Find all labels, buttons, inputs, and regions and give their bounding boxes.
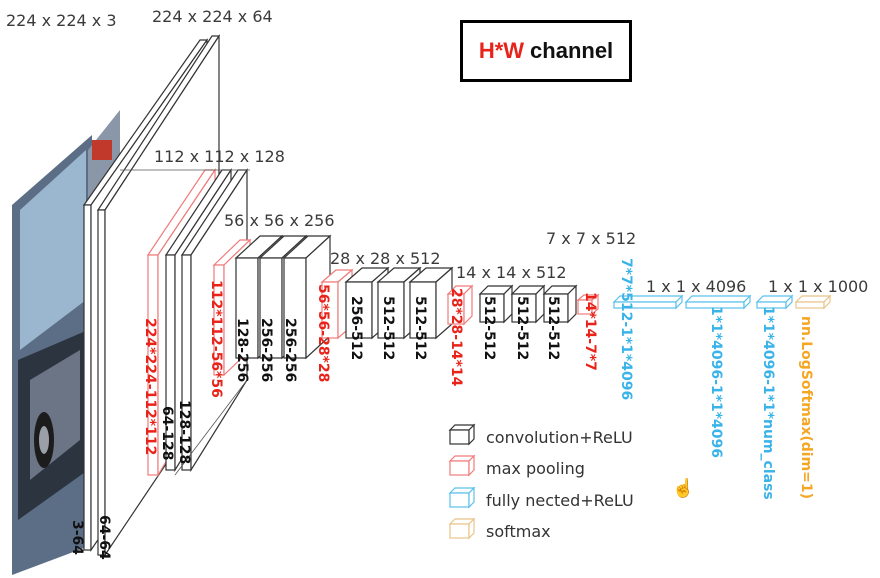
dim-label: 224 x 224 x 3	[6, 11, 117, 30]
layer-label: 112*112-56*56	[208, 280, 224, 398]
layer-label: 256-512	[348, 296, 364, 360]
layer-label: 56*56-28*28	[315, 284, 331, 382]
fc-blocks	[612, 294, 794, 310]
layer-label: 512-512	[545, 296, 561, 360]
legend-fc-icon	[448, 486, 476, 509]
legend: convolution+ReLU max pooling fully necte…	[448, 423, 634, 541]
layer-label: 128-256	[234, 318, 250, 382]
legend-softmax-icon	[448, 517, 476, 540]
legend-label: softmax	[486, 522, 551, 541]
layer-label: 256-256	[282, 318, 298, 382]
pool-block-14	[576, 293, 600, 316]
layer-label: 64-128	[159, 406, 175, 461]
dim-label: 28 x 28 x 512	[330, 249, 441, 268]
dim-label: 112 x 112 x 128	[154, 147, 285, 166]
softmax-block	[794, 294, 832, 310]
hw-channel-box: H*W channel	[460, 20, 632, 82]
hand-cursor-icon: ☝	[672, 478, 695, 498]
legend-conv-icon	[448, 423, 476, 446]
layer-label: 3-64	[69, 520, 85, 555]
legend-pool-icon	[448, 454, 476, 477]
layer-label: 1*1*4096-1*1*4096	[708, 306, 724, 458]
layer-label: 224*224-112*112	[142, 318, 158, 455]
dim-label: 7 x 7 x 512	[546, 229, 636, 248]
layer-label: 128-128	[176, 400, 192, 464]
conv-block-56	[234, 234, 332, 360]
dim-label: 1 x 1 x 1000	[768, 277, 868, 296]
dim-label: 56 x 56 x 256	[224, 211, 335, 230]
conv-block-112	[164, 167, 249, 473]
layer-label: 512-512	[481, 296, 497, 360]
layer-label: 256-256	[258, 318, 274, 382]
pool-block-28	[446, 284, 474, 326]
legend-label: convolution+ReLU	[486, 428, 633, 447]
layer-label: 512-512	[380, 296, 396, 360]
layer-label: 512-512	[514, 296, 530, 360]
dim-label: 1 x 1 x 4096	[646, 277, 746, 296]
dim-label: 224 x 224 x 64	[152, 7, 273, 26]
channel-label: channel	[530, 38, 614, 63]
legend-label: max pooling	[486, 459, 585, 478]
layer-label: 28*28-14*14	[448, 288, 464, 387]
layer-label: 512-512	[412, 296, 428, 360]
legend-label: fully nected+ReLU	[486, 491, 634, 510]
layer-label: 7*7*512-1*1*4096	[618, 258, 634, 400]
hw-label: H*W	[478, 38, 525, 63]
layer-label: 14*14-7*7	[582, 292, 598, 371]
conv-block-14	[478, 284, 578, 324]
input-image	[12, 110, 120, 575]
layer-label: 1*1*4096-1*1*num_class	[760, 306, 776, 500]
dim-label: 14 x 14 x 512	[456, 263, 567, 282]
layer-label: 64-64	[96, 515, 112, 560]
layer-label: nn.LogSoftmax(dim=1)	[798, 316, 814, 499]
